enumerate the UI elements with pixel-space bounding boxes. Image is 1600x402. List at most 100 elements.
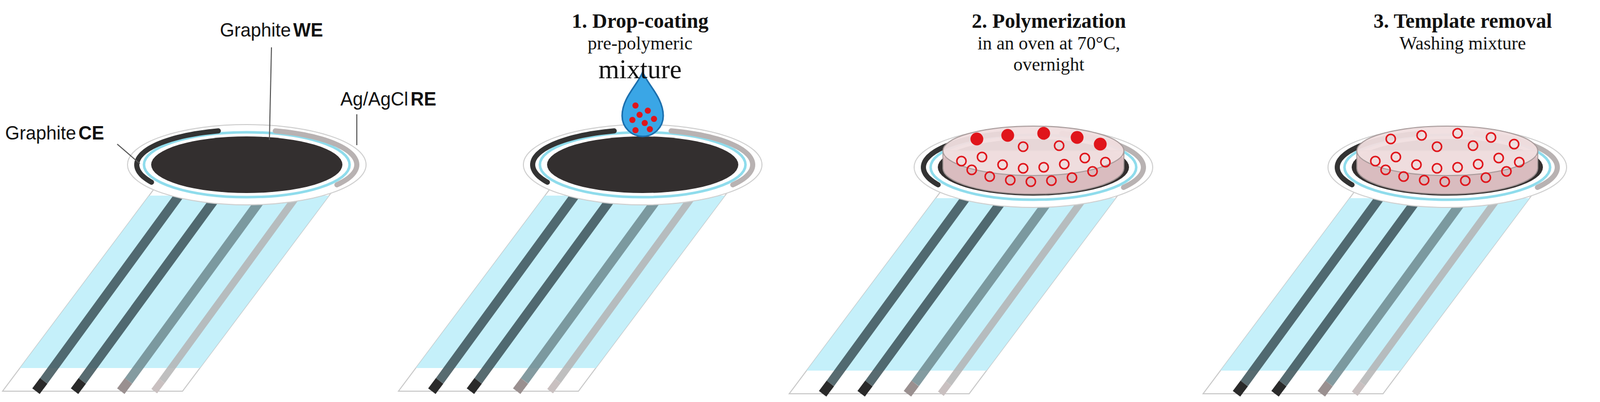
imprinted-cavity	[1080, 153, 1090, 163]
contact-pad	[35, 380, 44, 391]
part-label: CE	[78, 122, 105, 144]
label-group: GraphiteWE	[220, 19, 324, 41]
conductive-track	[830, 182, 977, 384]
polymer-film	[942, 125, 1124, 194]
imprinted-cavity	[1026, 176, 1036, 187]
imprinted-cavity	[1440, 176, 1450, 187]
part-label: WE	[293, 19, 323, 41]
imprinted-cavity	[1370, 156, 1380, 166]
imprinted-cavity	[1432, 141, 1442, 152]
imprinted-cavity	[1054, 140, 1064, 151]
imprinted-cavity	[985, 171, 995, 181]
imprinted-cavity	[1398, 171, 1409, 181]
template-molecule	[636, 111, 643, 118]
conductive-track	[524, 179, 671, 381]
imprinted-cavity	[1432, 163, 1442, 173]
template-molecule	[1038, 127, 1050, 139]
imprinted-cavity	[1411, 159, 1422, 170]
imprinted-cavity	[1100, 157, 1111, 167]
step-label: overnight	[1013, 53, 1085, 76]
imprinted-cavity	[1419, 175, 1429, 185]
conductive-track	[1244, 182, 1391, 384]
imprinted-cavity	[1087, 166, 1098, 176]
contact-pad	[907, 383, 916, 394]
imprinted-cavity	[997, 159, 1008, 170]
contact-pad	[550, 380, 558, 391]
template-molecule	[632, 102, 639, 109]
contact-pad	[1236, 383, 1245, 394]
label-group: 1. Drop-coatingpre-polymericmixture	[571, 9, 709, 85]
imprinted-cavity	[1501, 166, 1512, 176]
polymer-top	[1356, 125, 1538, 176]
conductive-track	[948, 182, 1096, 384]
imprinted-cavity	[1481, 172, 1491, 183]
contact-pad	[154, 380, 162, 391]
imprinted-cavity	[1005, 175, 1015, 185]
label-group: 3. Template removalWashing mixture	[1373, 9, 1552, 54]
imprinted-cavity	[1486, 132, 1496, 142]
leader-line	[117, 143, 140, 164]
imprinted-cavity	[1386, 134, 1396, 144]
template-molecule	[1071, 131, 1083, 143]
electrode-head	[127, 124, 367, 205]
template-molecule	[650, 115, 658, 122]
part-label: Graphite	[5, 122, 77, 144]
template-molecule	[1002, 129, 1014, 141]
imprinted-cavity	[1380, 165, 1391, 175]
imprinted-cavity	[1039, 162, 1049, 172]
imprinted-cavity	[1018, 141, 1028, 152]
imprinted-cavity	[1391, 152, 1401, 162]
step-label: pre-polymeric	[587, 32, 693, 54]
contact-pad	[861, 383, 869, 394]
imprinted-cavity	[1509, 139, 1519, 149]
imprinted-cavity	[1067, 172, 1077, 183]
conductive-track	[1329, 182, 1476, 384]
conductive-track	[43, 179, 191, 381]
conductive-track	[439, 179, 587, 381]
template-molecule	[644, 107, 651, 114]
contact-pad	[822, 383, 831, 394]
imprinted-cavity	[1473, 159, 1483, 169]
contact-pad	[74, 380, 83, 391]
conductive-track	[557, 179, 705, 381]
imprinted-cavity	[1046, 175, 1057, 186]
imprinted-cavity	[977, 152, 987, 162]
electrode	[789, 125, 1153, 394]
contact-pad	[120, 380, 129, 391]
conductive-track	[161, 179, 309, 381]
imprinted-cavity	[1452, 162, 1463, 172]
contact-pad	[1354, 383, 1363, 394]
step-label: 2. Polymerization	[971, 9, 1126, 33]
contact-pad	[470, 380, 479, 391]
electrode	[2, 124, 367, 391]
polymer-film	[1356, 125, 1538, 194]
imprinted-cavity	[1468, 140, 1478, 151]
template-molecule	[629, 116, 636, 123]
step-label: 3. Template removal	[1373, 9, 1552, 33]
working-electrode	[151, 136, 343, 193]
template-molecule	[646, 125, 653, 133]
imprinted-cavity	[1460, 175, 1470, 186]
template-molecule	[971, 133, 983, 145]
leader-line	[356, 114, 358, 145]
label-group: 2. Polymerizationin an oven at 70°C,over…	[971, 9, 1126, 76]
conductive-track	[128, 179, 276, 381]
insulation-ring	[539, 132, 746, 197]
imprinted-cavity	[1514, 157, 1524, 167]
step-label: mixture	[598, 53, 682, 85]
contact-pad	[1275, 383, 1283, 394]
conductive-track	[915, 182, 1062, 384]
imprinted-cavity	[1416, 130, 1427, 140]
contact-pad	[516, 380, 525, 391]
leader-line	[269, 47, 272, 140]
contact-pad	[1321, 383, 1330, 394]
part-label: Ag/AgCl	[340, 88, 409, 110]
imprinted-cavity	[1018, 163, 1028, 173]
imprinted-cavity	[1452, 128, 1463, 138]
insulation-ring	[143, 132, 350, 197]
imprinted-cavity	[1059, 159, 1069, 169]
conductive-track	[1362, 182, 1509, 384]
label-group: GraphiteCE	[5, 122, 105, 144]
template-molecule	[632, 126, 639, 134]
